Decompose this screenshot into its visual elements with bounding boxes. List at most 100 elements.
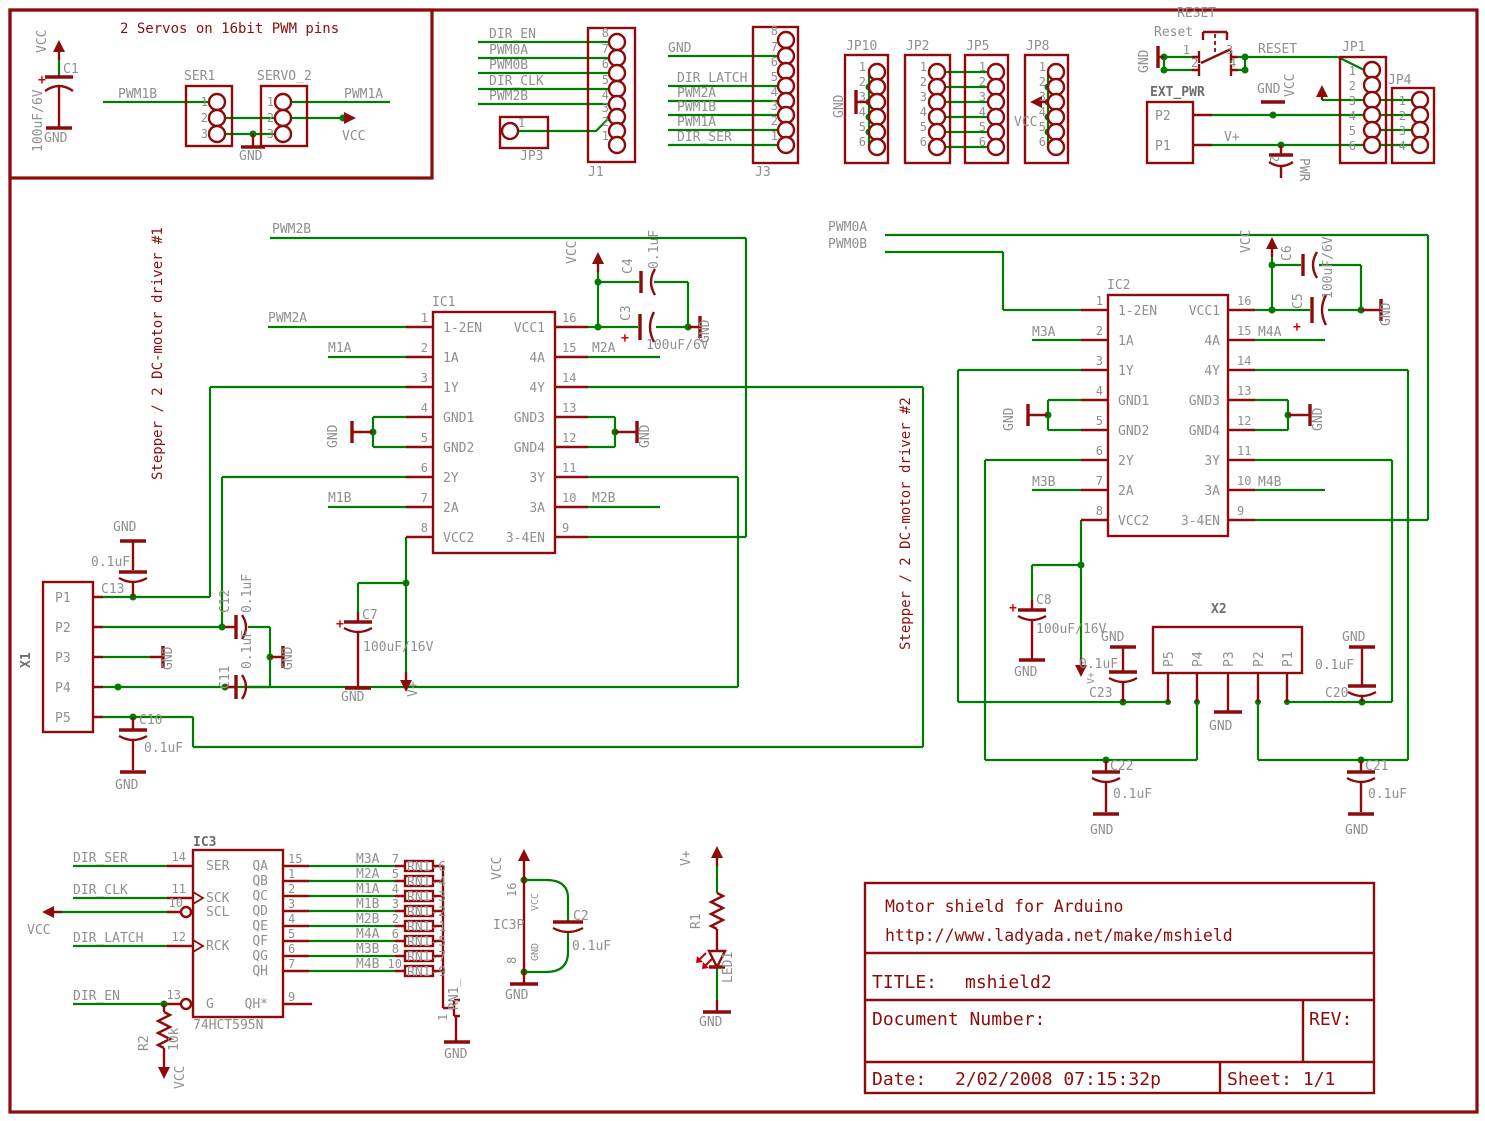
net-label: DIR_CLK	[73, 883, 128, 898]
pin-num: 2	[1039, 75, 1046, 89]
refdes-rn: RN1-7	[407, 950, 446, 965]
power-label-vcc: VCC	[342, 129, 365, 144]
pin-num: 10	[562, 491, 576, 505]
net-label: PWM2A	[677, 86, 716, 101]
ic2-body	[1106, 293, 1230, 538]
refdes-j3: J3	[755, 165, 771, 180]
pin-label: P3	[55, 651, 71, 666]
title-block: Motor shield for Arduino http://www.lady…	[863, 881, 1376, 1095]
net-label: M2B	[356, 912, 380, 927]
pin-num: 15	[288, 852, 302, 866]
pin-label: QF	[252, 934, 268, 949]
servo2-body	[259, 84, 309, 148]
refdes-c10: C10	[139, 713, 162, 728]
power-label-gnd: GND	[1101, 630, 1125, 645]
power-label-gnd: GND	[1311, 407, 1326, 431]
net-label: DIR_LATCH	[73, 931, 143, 946]
power-label-gnd: GND	[1090, 823, 1114, 838]
net-label: DIR_CLK	[489, 74, 544, 89]
net-label: PWM2B	[489, 89, 528, 104]
pin-label: SCK	[206, 891, 230, 906]
labels-layer: 2 Servos on 16bit PWM pinsVCCC1+100uF/6V…	[19, 6, 1412, 1089]
vcc-arrow-icon	[1316, 85, 1328, 97]
pin-num: 6	[1039, 135, 1046, 149]
power-label-gnd: GND	[699, 1015, 723, 1030]
power-label-vcc: VCC	[565, 241, 580, 264]
pin-num: 3	[920, 90, 927, 104]
pin-num: 2	[979, 75, 986, 89]
pin-label: 2Y	[1118, 454, 1134, 469]
refdes-pwr: PWR	[1296, 158, 1311, 182]
pin-num: 12	[172, 930, 186, 944]
refdes-r1: R1	[689, 913, 704, 929]
pin-label: P5	[55, 711, 71, 726]
pin-label: 4A	[1204, 334, 1220, 349]
net-label: M2A	[592, 341, 616, 356]
pin-num: 2	[421, 341, 428, 355]
note-servos: 2 Servos on 16bit PWM pins	[120, 21, 339, 37]
value-c12: 0.1uF	[240, 574, 255, 613]
pin-label: 3-4EN	[1181, 514, 1220, 529]
pin-num: 6	[920, 135, 927, 149]
net-label: M3B	[356, 942, 380, 957]
pin-num: 4	[602, 88, 609, 102]
net-label: M1A	[328, 341, 352, 356]
refdes-rn: RN1-4	[407, 875, 446, 890]
net-label: PWM0B	[828, 237, 867, 252]
refdes-ic3p: IC3P	[493, 918, 524, 933]
vplus-arrow-icon	[711, 846, 723, 858]
pin-num: 1	[859, 60, 866, 74]
refdes-rn: RN1-1	[407, 920, 446, 935]
net-label: PWM1B	[677, 100, 716, 115]
power-label-gnd: GND	[1014, 665, 1038, 680]
pin-num: 3	[421, 371, 428, 385]
pin-num: 1	[288, 867, 295, 881]
pin-num: 6	[602, 57, 609, 71]
plus-mark: +	[336, 617, 344, 632]
pin-num: 1	[1096, 294, 1103, 308]
pin-num: 3	[392, 897, 399, 911]
net-label: M4B	[356, 957, 380, 972]
pin-label: GND3	[514, 411, 545, 426]
pin-num: 3	[859, 90, 866, 104]
pin-num: 7	[1096, 474, 1103, 488]
refdes-jp5: JP5	[966, 39, 989, 54]
pin-label: VCC1	[1189, 304, 1220, 319]
pin-num: 13	[167, 988, 181, 1002]
j3-body	[751, 25, 800, 165]
power-label-gnd: GND	[1137, 49, 1152, 73]
pin-num: 6	[392, 927, 399, 941]
refdes-jp8: JP8	[1026, 39, 1049, 54]
net-label: DIR_SER	[73, 851, 128, 866]
pin-label: RCK	[206, 939, 230, 954]
net-label: PWM0A	[489, 43, 528, 58]
pin-label: 3Y	[1204, 454, 1220, 469]
net-label: PWM1A	[344, 87, 383, 102]
pin-num: 7	[771, 40, 778, 54]
pin-num: 1	[436, 1014, 450, 1021]
refdes-servo2: SERVO_2	[257, 69, 312, 84]
net-label: DIR_SER	[677, 130, 732, 145]
power-label-gnd: GND	[638, 424, 653, 448]
pin-num: 1	[267, 95, 274, 109]
cap-curves	[44, 84, 1377, 934]
pin-num: 11	[1237, 444, 1251, 458]
pin-num: 1	[979, 60, 986, 74]
net-label: M1A	[356, 882, 380, 897]
pin-num: 3	[1039, 90, 1046, 104]
pin-label: 4Y	[529, 381, 545, 396]
pin-num: 1	[201, 95, 208, 109]
pin-num: 2	[1191, 56, 1198, 70]
j1-body	[586, 26, 637, 164]
refdes-ser1: SER1	[184, 69, 215, 84]
pin-num: 10	[388, 957, 402, 971]
pin-num: 15	[1237, 324, 1251, 338]
pin-num: 4	[979, 105, 986, 119]
vcc-arrow-icon	[344, 112, 356, 124]
net-label: M2A	[356, 867, 380, 882]
pin-num: 2	[201, 111, 208, 125]
jp5-body	[963, 53, 1010, 165]
pin-num: 3	[267, 127, 274, 141]
power-label-vplus: V+	[406, 681, 421, 697]
value-r2: 10k	[167, 1027, 182, 1051]
